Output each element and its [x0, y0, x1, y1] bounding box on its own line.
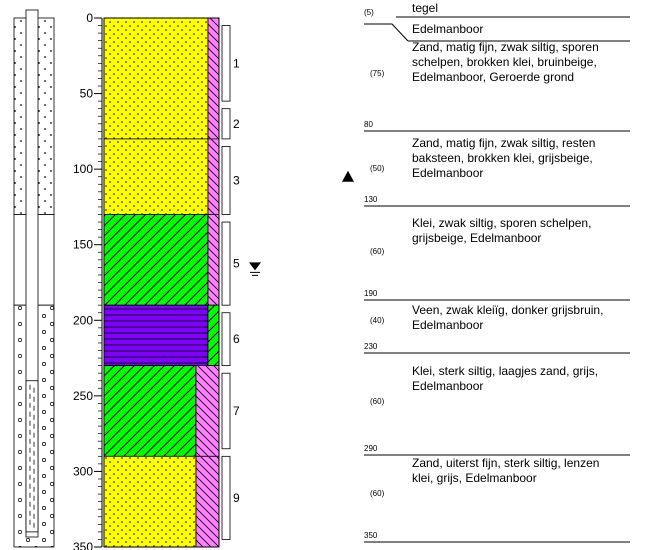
- layer-description: grijsbeige, Edelmanboor: [412, 231, 541, 245]
- layer-description: Edelmanboor: [412, 379, 483, 393]
- layer-thickness: (75): [370, 69, 385, 78]
- layer-thickness: (5): [364, 8, 374, 17]
- axis-tick-label: 300: [73, 464, 93, 478]
- sample-label: 9: [233, 491, 240, 505]
- symbols: [249, 170, 354, 276]
- sample-label: 5: [233, 257, 240, 271]
- layer-boundary-depth: 290: [364, 444, 378, 453]
- borehole-column: [13, 9, 55, 548]
- layer-boundary-depth: 350: [364, 531, 378, 540]
- layer-description: Edelmanboor, Geroerde grond: [412, 70, 574, 84]
- layer-peat: [103, 304, 209, 367]
- triangle-marker-icon: [342, 170, 354, 182]
- layer-description: baksteen, brokken klei, grijsbeige,: [412, 151, 593, 165]
- layer-thickness: (60): [370, 489, 385, 498]
- layer-description: Zand, uiterst fijn, sterk siltig, lenzen: [412, 456, 599, 470]
- groundwater-level-icon: [249, 262, 261, 271]
- sample-bar: [221, 312, 231, 367]
- layer-sand: [103, 17, 209, 140]
- layer-description: Klei, sterk siltig, laagjes zand, grijs,: [412, 364, 598, 378]
- depth-axis: 0 50 100 150 200 250 300 350: [73, 11, 103, 550]
- column-frame: [103, 17, 220, 548]
- layer-clay: [103, 214, 209, 306]
- layer-boundary-depth: 80: [364, 120, 373, 129]
- sample-label: 7: [233, 404, 240, 418]
- layer-boundary-depth: 130: [364, 195, 378, 204]
- axis-tick-label: 100: [73, 162, 93, 176]
- layer-thickness: (60): [370, 397, 385, 406]
- layer-strip: [195, 455, 220, 548]
- layer-strip: [195, 365, 220, 457]
- layer-description: Zand, matig fijn, zwak siltig, resten: [412, 136, 595, 150]
- layer-strip: [207, 138, 220, 215]
- axis-tick-label: 250: [73, 389, 93, 403]
- sample-bars: 1 2 3 5 6 7 9: [221, 25, 240, 540]
- axis-tick-label: 0: [86, 11, 93, 25]
- layer-leader-line: [364, 23, 409, 42]
- layer-description: Zand, matig fijn, zwak siltig, sporen: [412, 40, 599, 54]
- axis-tick-label: 200: [73, 313, 93, 327]
- layer-thickness: (50): [370, 164, 385, 173]
- axis-tick-label: 350: [73, 540, 93, 550]
- sample-label: 6: [233, 332, 240, 346]
- layer-description: Edelmanboor: [412, 166, 483, 180]
- layer-thickness: (60): [370, 247, 385, 256]
- sample-bar: [221, 25, 231, 102]
- sample-bar: [221, 108, 231, 140]
- layer-description: tegel: [412, 1, 438, 15]
- filter-screen: [25, 380, 39, 533]
- sample-bar: [221, 146, 231, 215]
- layer-boundary-depth: 230: [364, 342, 378, 351]
- layer-description: Klei, zwak siltig, sporen schelpen,: [412, 216, 591, 230]
- layer-strip: [207, 214, 220, 306]
- lithology-column: [103, 17, 220, 548]
- sample-bar: [221, 455, 231, 540]
- layer-description: schelpen, brokken klei, bruinbeige,: [412, 55, 597, 69]
- sample-bar: [221, 372, 231, 450]
- layer-sand: [103, 455, 197, 548]
- layer-description: Veen, zwak kleiïg, donker grijsbruin,: [412, 303, 603, 317]
- layer-boundary-depth: 190: [364, 289, 378, 298]
- layer-thickness: (40): [370, 316, 385, 325]
- axis-tick-label: 150: [73, 238, 93, 252]
- layer-clay: [103, 365, 197, 457]
- layer-strip: [207, 304, 220, 367]
- sample-label: 2: [233, 117, 240, 131]
- sample-label: 3: [233, 173, 240, 187]
- layer-description: klei, grijs, Edelmanboor: [412, 471, 537, 485]
- layer-description: Edelmanboor: [412, 22, 483, 36]
- layer-description: Edelmanboor: [412, 318, 483, 332]
- layer-strip: [207, 17, 220, 140]
- sample-bar: [221, 221, 231, 306]
- axis-tick-label: 50: [80, 87, 94, 101]
- layer-sand: [103, 138, 209, 215]
- sample-label: 1: [233, 56, 240, 70]
